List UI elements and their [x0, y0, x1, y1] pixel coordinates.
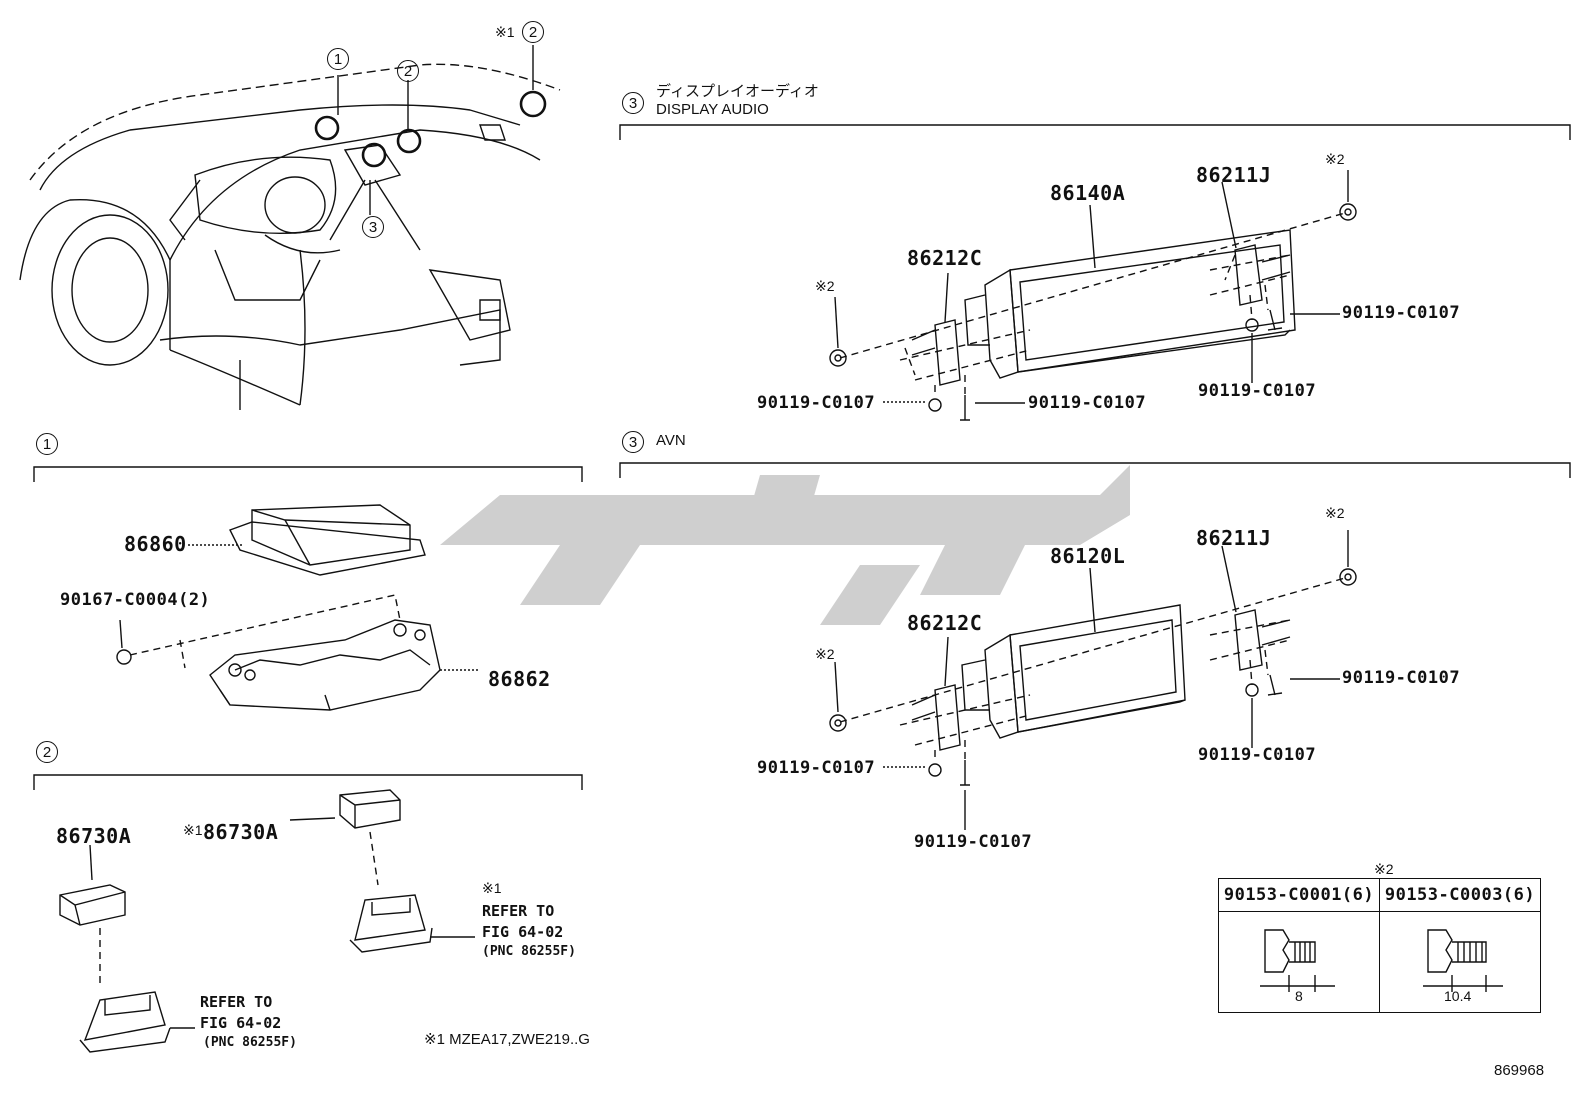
part-label-ecu-bracket[interactable]: 86862 [488, 667, 551, 691]
part-label-ecu[interactable]: 86860 [124, 532, 187, 556]
part-label-da-unit[interactable]: 86140A [1050, 181, 1126, 205]
part-label-bracket-r-top[interactable]: 86211J [1196, 163, 1272, 187]
screw-icons-mid [829, 568, 1357, 786]
section-2-num: 2 [36, 741, 58, 763]
bolt-reference-table: 90153-C0001(6) 90153-C0003(6) 8 10.4 [1218, 878, 1541, 1013]
section-display-audio-title-en: DISPLAY AUDIO [656, 101, 769, 118]
part-label-bracket-l-mid[interactable]: 86212C [907, 611, 983, 635]
callout-3[interactable]: 3 [362, 216, 384, 238]
bolt-col1-image: 8 [1218, 911, 1380, 1013]
part-label-screw-mid-b[interactable]: 90119-C0107 [914, 832, 1033, 852]
bolt-b-dimension: 10.4 [1444, 988, 1472, 1004]
avn-unit-drawing [961, 604, 1186, 739]
ref-marker-switch: ※1 [183, 822, 203, 838]
vehicle-interior-illustration [19, 45, 561, 410]
part-label-screw-top-m[interactable]: 90119-C0107 [1028, 393, 1147, 413]
asm-marker-mid-l: ※2 [815, 646, 835, 662]
part-label-screw-mid-rb[interactable]: 90119-C0107 [1198, 745, 1317, 765]
callout-2-alt[interactable]: 2 [522, 21, 544, 43]
bolt-col2-header[interactable]: 90153-C0003(6) [1379, 878, 1541, 912]
section-display-audio-num: 3 [622, 92, 644, 114]
footnote: ※1 MZEA17,ZWE219..G [424, 1031, 590, 1048]
part-label-screw-mid-l[interactable]: 90119-C0107 [757, 758, 876, 778]
refer-right-line2: FIG 64-02 [482, 923, 564, 941]
ref-marker-overview: ※1 [495, 24, 515, 40]
section-1-num: 1 [36, 433, 58, 455]
switch-base-left-drawing [79, 991, 171, 1053]
switch-right-drawing [339, 789, 401, 829]
callout-1[interactable]: 1 [327, 48, 349, 70]
part-label-screw-top-l[interactable]: 90119-C0107 [757, 393, 876, 413]
screw-icons-top [829, 203, 1357, 421]
section-avn-title: AVN [656, 432, 686, 449]
refer-left-line1: REFER TO [200, 993, 273, 1011]
ecu-bracket-drawing [209, 619, 441, 711]
display-audio-unit-drawing [964, 229, 1296, 379]
part-label-switch-left[interactable]: 86730A [56, 824, 132, 848]
part-label-ecu-bolt[interactable]: 90167-C0004(2) [60, 590, 211, 610]
part-label-bracket-l-top[interactable]: 86212C [907, 246, 983, 270]
switch-left-drawing [59, 884, 126, 926]
watermark-logo [440, 465, 1130, 625]
part-label-switch-right[interactable]: 86730A [203, 820, 279, 844]
bolt-a-dimension: 8 [1295, 988, 1303, 1004]
part-label-avn-unit[interactable]: 86120L [1050, 544, 1126, 568]
part-label-screw-mid-r[interactable]: 90119-C0107 [1342, 668, 1461, 688]
section-display-audio-title-jp: ディスプレイオーディオ [656, 83, 819, 100]
asm-marker-mid-r: ※2 [1325, 505, 1345, 521]
asm-marker-top-r: ※2 [1325, 151, 1345, 167]
switch-base-right-drawing [349, 894, 433, 953]
section-avn-num: 3 [622, 431, 644, 453]
bracket-right-mid [1234, 609, 1291, 671]
part-label-screw-top-r[interactable]: 90119-C0107 [1342, 303, 1461, 323]
refer-left-line3: (PNC 86255F) [203, 1035, 297, 1050]
bolt-col2-image: 10.4 [1379, 911, 1541, 1013]
bolt-col1-header[interactable]: 90153-C0001(6) [1218, 878, 1380, 912]
ref-marker-refer: ※1 [482, 880, 502, 896]
ecu-drawing [229, 504, 426, 576]
bracket-left-mid [911, 684, 961, 751]
part-label-screw-top-rb[interactable]: 90119-C0107 [1198, 381, 1317, 401]
asm-marker-top-l: ※2 [815, 278, 835, 294]
bracket-right-top [1234, 244, 1291, 306]
refer-right-line3: (PNC 86255F) [482, 944, 576, 959]
part-label-bracket-r-mid[interactable]: 86211J [1196, 526, 1272, 550]
refer-right-line1: REFER TO [482, 902, 555, 920]
callout-2[interactable]: 2 [397, 60, 419, 82]
diagram-id: 869968 [1494, 1062, 1545, 1079]
bolt-table-marker: ※2 [1374, 861, 1394, 877]
bracket-left-top [911, 319, 961, 386]
refer-left-line2: FIG 64-02 [200, 1014, 282, 1032]
